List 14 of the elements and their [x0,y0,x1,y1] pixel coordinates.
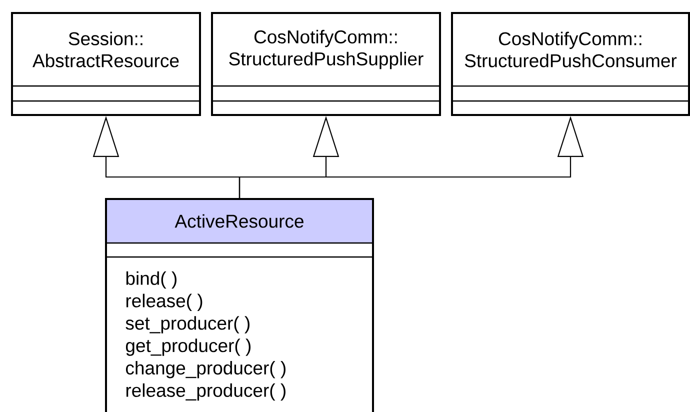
class-name: CosNotifyComm:: StructuredPushConsumer [464,32,677,68]
class-name: ActiveResource [174,214,304,228]
class-box [11,12,201,116]
method-name: release( ) [126,294,202,312]
method-name: get_producer( ) [126,338,250,356]
method-name: bind( ) [126,271,176,289]
class-name: Session:: AbstractResource [32,32,179,68]
method-name: release_producer( ) [126,383,286,401]
class-name: CosNotifyComm:: StructuredPushSupplier [229,30,424,70]
method-name: set_producer( ) [126,316,250,334]
class-box [211,12,441,116]
class-box [451,12,690,116]
method-name: change_producer( ) [126,360,286,378]
class-box [105,198,374,412]
